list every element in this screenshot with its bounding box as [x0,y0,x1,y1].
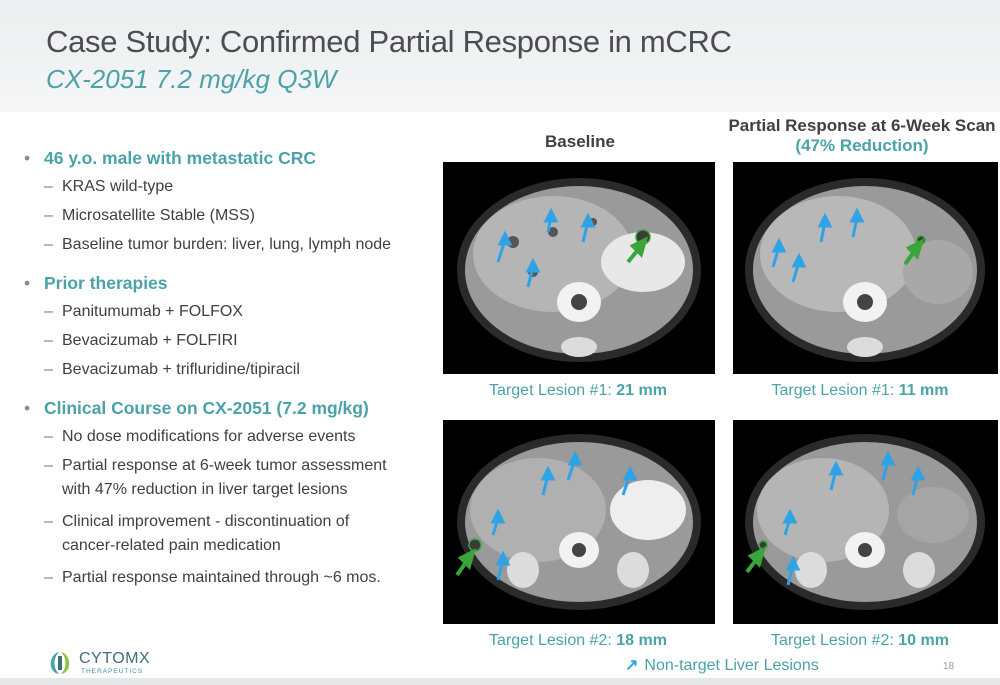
slide-header: Case Study: Confirmed Partial Response i… [0,0,1000,112]
blue-arrow-icon: ↗ [625,657,639,674]
bullet-patient: 46 y.o. male with metastatic CRC [22,145,422,171]
legend-non-target-lesions: ↗ Non-target Liver Lesions [625,655,819,675]
ct-scan-response-lesion-2 [733,420,998,624]
legend-label: Non-target Liver Lesions [644,657,819,674]
caption-label: Target Lesion #1: [489,382,617,399]
caption-label: Target Lesion #1: [771,382,899,399]
sub-bullet: KRAS wild-type [22,175,422,199]
caption-label: Target Lesion #2: [489,632,617,649]
caption-lesion-2-response: Target Lesion #2: 10 mm [730,632,990,650]
caption-lesion-1-baseline: Target Lesion #1: 21 mm [448,382,708,400]
sub-bullet: Panitumumab + FOLFOX [22,300,422,324]
sub-bullet: Microsatellite Stable (MSS) [22,204,422,228]
baseline-label: Baseline [545,132,615,151]
logo-tagline: THERAPEUTICS [81,668,144,675]
ct-scan-response-lesion-1 [733,162,998,374]
slide-subtitle: CX-2051 7.2 mg/kg Q3W [46,64,337,94]
column-header-response: Partial Response at 6-Week Scan (47% Red… [712,116,1000,156]
sub-bullet: Bevacizumab + trifluridine/tipiracil [22,358,422,382]
caption-value: 21 mm [616,382,667,399]
cytomx-logo: CYTOMX THERAPEUTICS [45,648,185,678]
bullet-clinical-course: Clinical Course on CX-2051 (7.2 mg/kg) [22,395,422,421]
ct-scan-baseline-lesion-2 [443,420,715,624]
caption-lesion-1-response: Target Lesion #1: 11 mm [730,382,990,400]
caption-label: Target Lesion #2: [771,632,899,649]
response-label: Partial Response at 6-Week Scan [728,116,996,135]
ct-scan-baseline-lesion-1 [443,162,715,374]
sub-bullet: Bevacizumab + FOLFIRI [22,329,422,353]
column-header-baseline: Baseline [480,132,680,152]
sub-bullet: Partial response maintained through ~6 m… [22,566,422,590]
footer-bar [0,678,1000,685]
caption-value: 18 mm [616,632,667,649]
bullet-prior-therapies: Prior therapies [22,270,422,296]
sub-bullet: Baseline tumor burden: liver, lung, lymp… [22,233,422,257]
sub-bullet: Clinical improvement - discontinuation o… [22,510,402,558]
response-reduction-label: (47% Reduction) [795,136,929,155]
caption-value: 10 mm [898,632,949,649]
sub-bullet: Partial response at 6-week tumor assessm… [22,454,402,502]
slide-title: Case Study: Confirmed Partial Response i… [46,24,732,59]
page-number: 18 [943,661,955,672]
logo-wordmark: CYTOMX [79,650,151,667]
cytomx-logo-icon [50,652,70,674]
caption-lesion-2-baseline: Target Lesion #2: 18 mm [448,632,708,650]
sub-bullet: No dose modifications for adverse events [22,425,422,449]
caption-value: 11 mm [898,382,949,399]
bullet-list: 46 y.o. male with metastatic CRC KRAS wi… [22,145,422,590]
